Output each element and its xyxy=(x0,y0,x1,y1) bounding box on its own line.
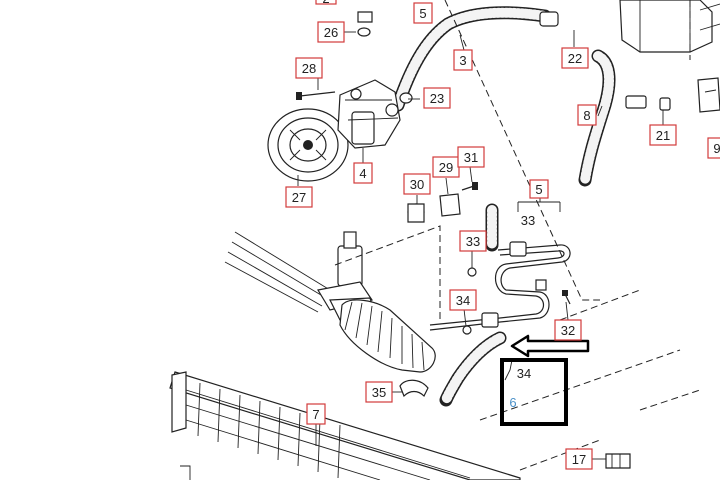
fluid-reservoir xyxy=(619,0,720,113)
seal-33 xyxy=(467,267,477,277)
rack-bellows-boot xyxy=(339,299,436,373)
callout-4: 4 xyxy=(353,162,373,184)
callout-27: 27 xyxy=(285,186,313,208)
svg-text:27: 27 xyxy=(292,190,306,205)
svg-text:2: 2 xyxy=(322,0,329,6)
clip-17 xyxy=(605,453,631,469)
svg-text:33: 33 xyxy=(466,234,480,249)
svg-text:4: 4 xyxy=(359,166,366,181)
svg-text:32: 32 xyxy=(561,323,575,338)
callout-5-top: 5 xyxy=(413,2,433,24)
callout-22: 22 xyxy=(561,47,589,69)
svg-text:8: 8 xyxy=(583,108,590,123)
callout-33-b: 33 xyxy=(459,230,487,252)
svg-text:33: 33 xyxy=(521,213,535,228)
svg-text:31: 31 xyxy=(464,150,478,165)
clamp-30 xyxy=(407,203,425,223)
annotation-arrow xyxy=(510,334,590,358)
callout-28: 28 xyxy=(295,57,323,79)
callout-5-mid: 5 xyxy=(529,179,549,199)
clamp-35 xyxy=(399,379,429,398)
svg-text:21: 21 xyxy=(656,128,670,143)
steering-pipes xyxy=(429,244,571,331)
annotation-highlight-box xyxy=(500,358,568,426)
callout-34-b: 34 xyxy=(517,366,531,381)
svg-text:7: 7 xyxy=(312,407,319,422)
svg-text:26: 26 xyxy=(324,25,338,40)
seal-34 xyxy=(462,325,472,335)
svg-text:3: 3 xyxy=(459,53,466,68)
callout-34-a: 34 xyxy=(449,289,477,311)
svg-text:23: 23 xyxy=(430,91,444,106)
callout-29: 29 xyxy=(432,156,460,178)
callout-8: 8 xyxy=(577,104,597,126)
callout-21: 21 xyxy=(649,124,677,146)
callout-9: 9 xyxy=(707,137,720,159)
svg-text:9: 9 xyxy=(713,141,720,156)
pump-pulley xyxy=(267,108,349,182)
svg-text:6: 6 xyxy=(509,395,516,410)
svg-text:29: 29 xyxy=(439,160,453,175)
svg-text:5: 5 xyxy=(419,6,426,21)
callout-35: 35 xyxy=(365,381,393,403)
callout-32: 32 xyxy=(554,319,582,341)
bolt-31 xyxy=(461,182,478,191)
callout-31: 31 xyxy=(457,146,485,168)
reference-outlines xyxy=(334,0,701,471)
callout-17: 17 xyxy=(565,448,593,470)
svg-text:17: 17 xyxy=(572,452,586,467)
callout-3: 3 xyxy=(453,49,473,71)
callout-6: 6 xyxy=(509,395,516,410)
callout-2: 2 xyxy=(315,0,337,6)
bracket-lower-left xyxy=(180,465,191,480)
hose-3-upper-return xyxy=(391,6,552,112)
svg-text:28: 28 xyxy=(302,61,316,76)
hose-6-pressure-lower xyxy=(439,331,507,407)
callout-23: 23 xyxy=(423,87,451,109)
hose-8-reservoir-return xyxy=(578,49,616,187)
callout-7: 7 xyxy=(306,403,326,425)
svg-text:5: 5 xyxy=(535,182,542,197)
bracket-29 xyxy=(439,193,461,217)
svg-text:22: 22 xyxy=(568,51,582,66)
callout-26: 26 xyxy=(317,21,345,43)
callout-30: 30 xyxy=(403,173,431,195)
pump-bolts-and-seals xyxy=(296,11,413,104)
svg-text:34: 34 xyxy=(456,293,470,308)
cooler-radiator xyxy=(169,371,521,480)
svg-text:34: 34 xyxy=(517,366,531,381)
svg-text:30: 30 xyxy=(410,177,424,192)
fittings xyxy=(481,11,671,328)
power-steering-pump xyxy=(337,79,401,149)
svg-text:35: 35 xyxy=(372,385,386,400)
callout-33-a: 33 xyxy=(521,213,535,228)
